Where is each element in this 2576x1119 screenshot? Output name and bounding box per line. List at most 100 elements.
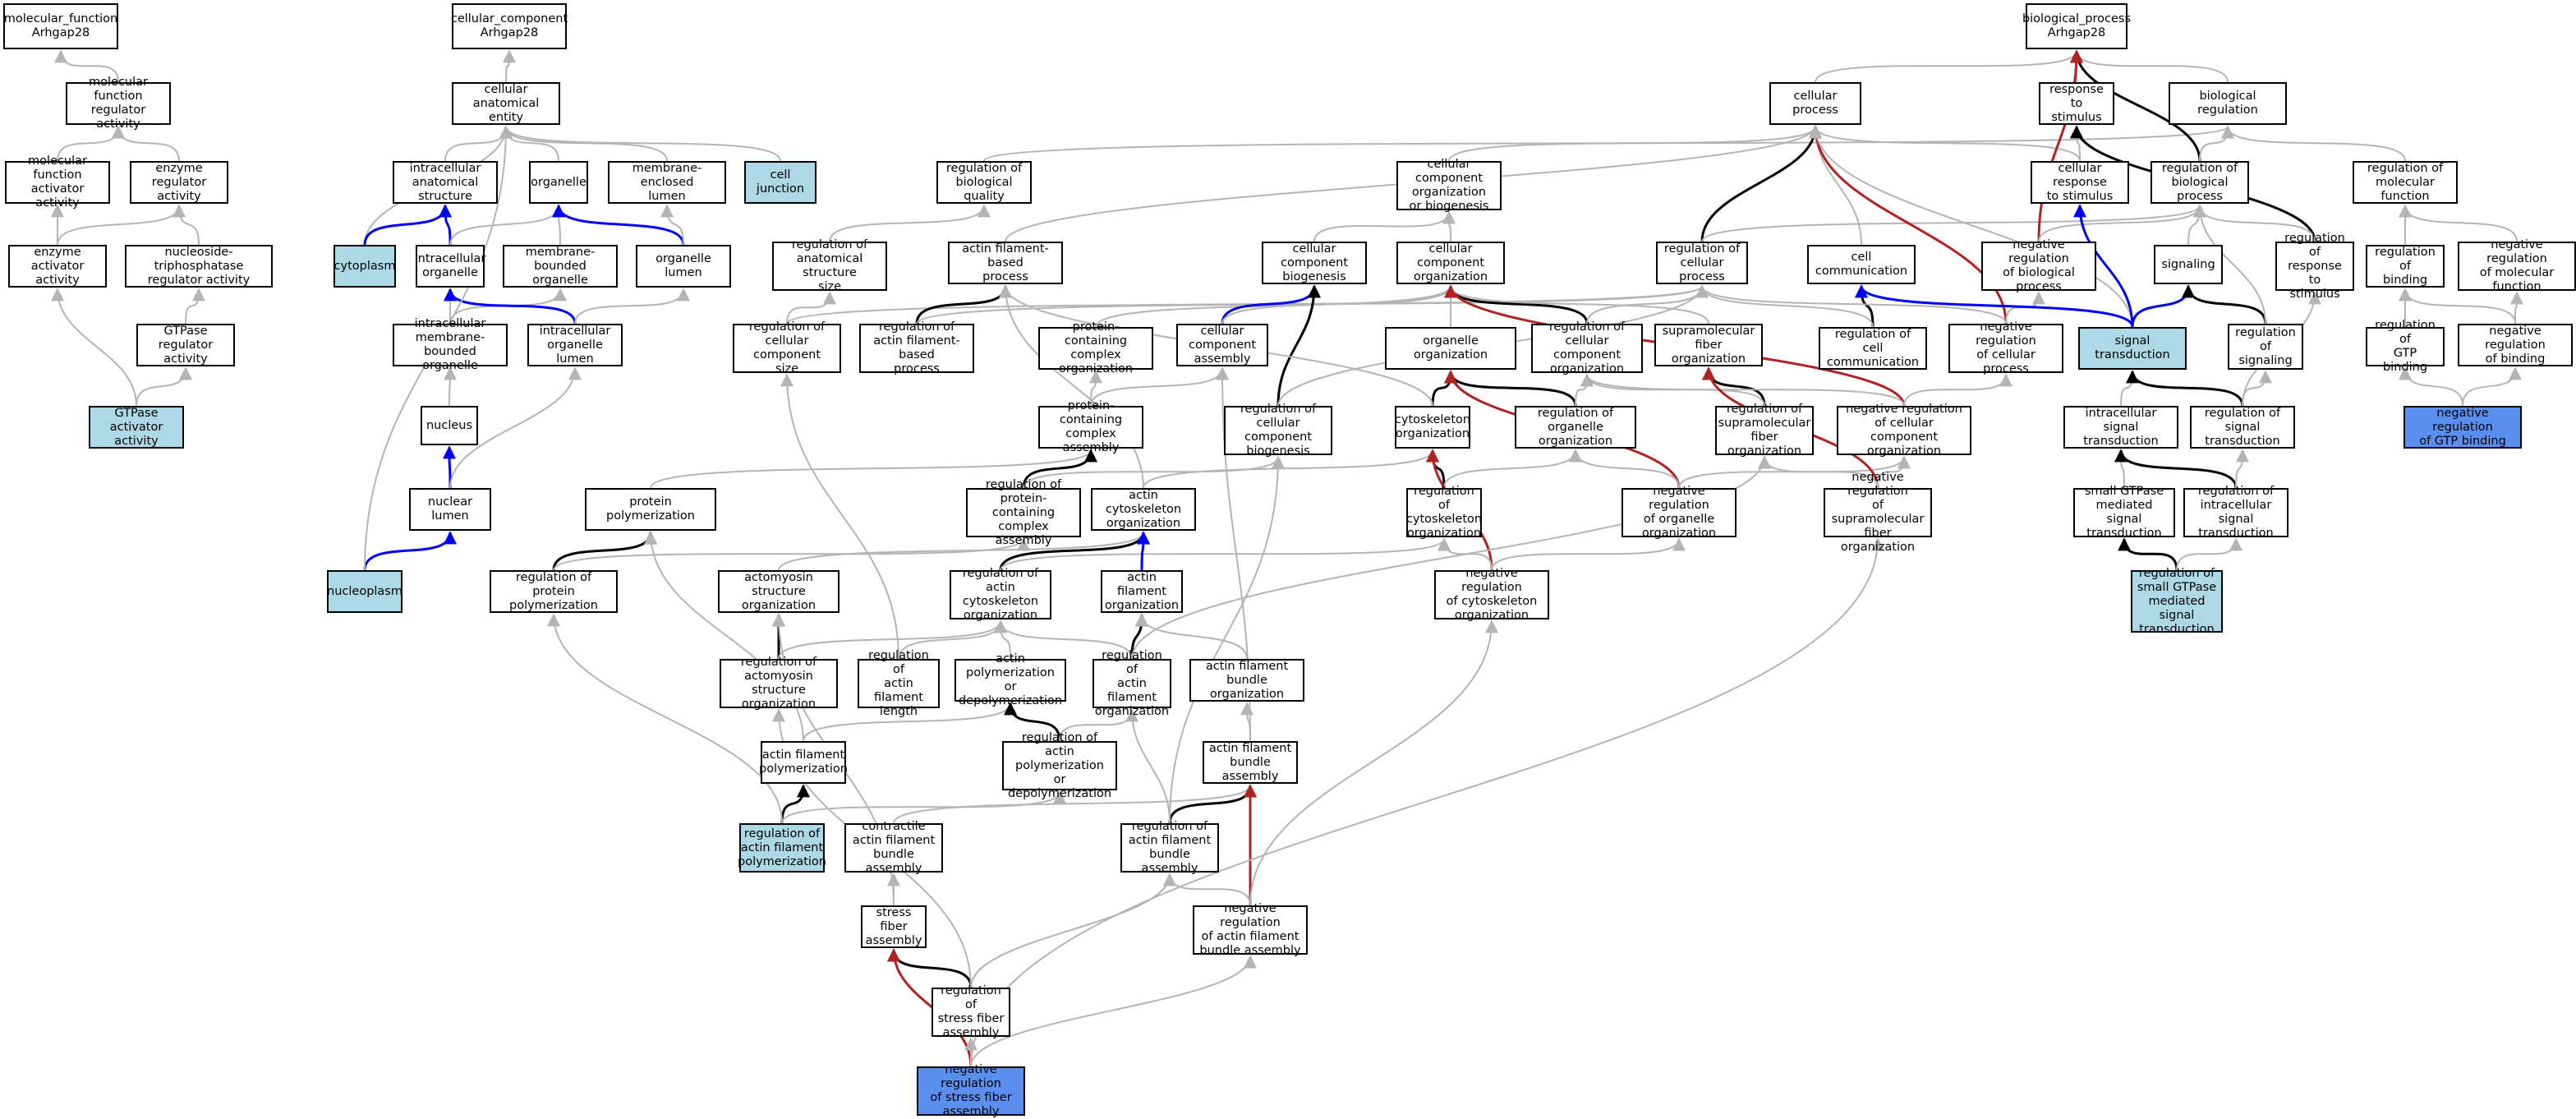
go-term-node-gtpase-reg[interactable]: GTPase regulator activity bbox=[136, 324, 235, 366]
go-term-node-cp[interactable]: cellular process bbox=[1769, 82, 1861, 125]
go-term-node-cafba[interactable]: contractile actin filament bundle assemb… bbox=[844, 820, 943, 875]
go-term-node-io[interactable]: intracellular organelle bbox=[415, 245, 485, 288]
go-term-node-rapd[interactable]: regulation of actin polymerization or de… bbox=[1002, 731, 1117, 800]
go-term-node-rcco[interactable]: regulation of cellular component organiz… bbox=[1531, 320, 1643, 375]
go-term-node-cytoplasm[interactable]: cytoplasm bbox=[334, 245, 396, 288]
go-term-node-enz-act[interactable]: enzyme activator activity bbox=[8, 245, 107, 288]
go-term-node-gtpase-act[interactable]: GTPase activator activity bbox=[89, 406, 184, 449]
go-term-node-pca[interactable]: protein-containing complex assembly bbox=[1038, 399, 1143, 454]
go-term-node-nrsfo[interactable]: negative regulation of supramolecular fi… bbox=[1824, 471, 1932, 554]
go-term-node-rco[interactable]: regulation of cytoskeleton organization bbox=[1405, 485, 1483, 540]
go-term-node-gtpb[interactable]: regulation of GTP binding bbox=[2366, 319, 2445, 374]
go-term-node-sfo[interactable]: supramolecular fiber organization bbox=[1654, 324, 1763, 366]
go-term-node-cae[interactable]: cellular anatomical entity bbox=[452, 82, 560, 125]
go-term-node-cc-root[interactable]: cellular_component Arhgap28 bbox=[451, 3, 568, 49]
edge-ol-to-mel bbox=[660, 204, 684, 246]
go-term-node-ccob[interactable]: cellular component organization or bioge… bbox=[1396, 158, 1502, 213]
go-term-node-pcco[interactable]: protein-containing complex organization bbox=[1038, 320, 1153, 375]
go-term-node-cca[interactable]: cellular component assembly bbox=[1176, 324, 1268, 366]
go-term-node-ccb[interactable]: cellular component biogenesis bbox=[1262, 242, 1367, 284]
edge-enz-reg-to-mf-reg bbox=[112, 125, 180, 162]
go-term-node-rsfa[interactable]: regulation of stress fiber assembly bbox=[932, 984, 1010, 1039]
go-term-node-mf-root[interactable]: molecular_function Arhgap28 bbox=[3, 3, 118, 49]
go-term-node-pp[interactable]: protein polymerization bbox=[585, 488, 716, 531]
go-term-node-cell-junction[interactable]: cell junction bbox=[744, 161, 816, 204]
go-term-node-afp[interactable]: actin filament polymerization bbox=[759, 741, 848, 784]
go-term-node-raco[interactable]: regulation of actin cytoskeleton organiz… bbox=[950, 567, 1051, 622]
go-term-node-mel[interactable]: membrane-enclosed lumen bbox=[608, 161, 726, 204]
go-term-node-rccb[interactable]: regulation of cellular component biogene… bbox=[1224, 403, 1332, 458]
go-term-node-cco[interactable]: cellular component organization bbox=[1396, 242, 1505, 284]
go-term-node-rmf[interactable]: regulation of molecular function bbox=[2353, 161, 2458, 204]
go-term-node-nroo[interactable]: negative regulation of organelle organiz… bbox=[1622, 485, 1736, 540]
go-term-node-organelle[interactable]: organelle bbox=[529, 161, 588, 204]
go-term-node-nrco[interactable]: negative regulation of cytoskeleton orga… bbox=[1434, 567, 1549, 622]
go-term-node-apd[interactable]: actin polymerization or depolymerization bbox=[954, 652, 1066, 707]
go-term-node-rpp[interactable]: regulation of protein polymerization bbox=[490, 570, 618, 613]
go-term-node-nucleoplasm[interactable]: nucleoplasm bbox=[327, 570, 402, 613]
go-term-node-nl[interactable]: nuclear lumen bbox=[409, 488, 491, 531]
go-term-node-ol[interactable]: organelle lumen bbox=[636, 245, 731, 288]
go-term-node-nrcp[interactable]: negative regulation of cellular process bbox=[1948, 320, 2063, 375]
go-term-node-rafba[interactable]: regulation of actin filament bundle asse… bbox=[1120, 820, 1219, 875]
go-term-node-bp-root[interactable]: biological_process Arhgap28 bbox=[2022, 3, 2131, 49]
go-term-node-rafl[interactable]: regulation of actin filament length bbox=[858, 649, 940, 718]
go-term-node-br[interactable]: biological regulation bbox=[2169, 82, 2287, 125]
go-term-node-enz-reg[interactable]: enzyme regulator activity bbox=[130, 161, 228, 204]
go-term-node-ias[interactable]: intracellular anatomical structure bbox=[393, 161, 498, 204]
go-term-node-rcp[interactable]: regulation of cellular process bbox=[1656, 242, 1748, 284]
edge-nl-to-nucleus bbox=[443, 445, 457, 489]
go-term-node-co[interactable]: cytoskeleton organization bbox=[1395, 406, 1470, 449]
go-term-node-rass[interactable]: regulation of anatomical structure size bbox=[772, 238, 887, 293]
go-term-node-signaling[interactable]: signaling bbox=[2154, 245, 2223, 284]
go-term-node-nrcco[interactable]: negative regulation of cellular componen… bbox=[1837, 403, 1971, 458]
go-term-node-rs[interactable]: regulation of signaling bbox=[2228, 324, 2303, 370]
go-term-node-rccs[interactable]: regulation of cellular component size bbox=[733, 320, 841, 375]
go-term-node-nrb[interactable]: negative regulation of binding bbox=[2458, 324, 2573, 366]
go-term-node-ist[interactable]: intracellular signal transduction bbox=[2063, 406, 2178, 449]
go-term-node-rts[interactable]: response to stimulus bbox=[2039, 82, 2114, 125]
go-term-node-nrafba[interactable]: negative regulation of actin filament bu… bbox=[1193, 902, 1308, 957]
go-term-node-rsgtpase[interactable]: regulation of small GTPase mediated sign… bbox=[2131, 567, 2223, 636]
go-term-node-roo[interactable]: regulation of organelle organization bbox=[1515, 406, 1636, 449]
go-term-node-rbq[interactable]: regulation of biological quality bbox=[936, 161, 1032, 204]
go-term-node-rafo[interactable]: regulation of actin filament organizatio… bbox=[1092, 649, 1171, 718]
go-term-node-afbp[interactable]: actin filament-based process bbox=[948, 242, 1063, 284]
go-term-node-rafp[interactable]: regulation of actin filament polymerizat… bbox=[738, 823, 826, 873]
go-term-node-rafbp[interactable]: regulation of actin filament-based proce… bbox=[859, 320, 974, 375]
go-term-node-rist[interactable]: regulation of intracellular signal trans… bbox=[2183, 485, 2288, 540]
go-term-node-crs[interactable]: cellular response to stimulus bbox=[2031, 161, 2129, 204]
go-term-node-rb[interactable]: regulation of binding bbox=[2366, 245, 2445, 288]
edge-afbo-to-afo bbox=[1135, 613, 1248, 660]
go-term-node-iol[interactable]: intracellular organelle lumen bbox=[527, 324, 623, 366]
go-term-node-afbo[interactable]: actin filament bundle organization bbox=[1189, 659, 1304, 702]
go-term-node-nrmf[interactable]: negative regulation of molecular functio… bbox=[2458, 238, 2576, 293]
go-term-node-cc[interactable]: cell communication bbox=[1807, 245, 1916, 284]
go-term-node-imbo[interactable]: intracellular membrane-bounded organelle bbox=[393, 317, 508, 372]
go-term-node-rcc[interactable]: regulation of cell communication bbox=[1819, 327, 1927, 370]
go-term-node-mf-act[interactable]: molecular function activator activity bbox=[5, 154, 110, 210]
edge-iol-to-ol bbox=[574, 288, 690, 325]
go-term-node-rst[interactable]: regulation of signal transduction bbox=[2190, 406, 2295, 449]
go-term-node-nrsfa[interactable]: negative regulation of stress fiber asse… bbox=[917, 1063, 1025, 1118]
go-term-node-rbp[interactable]: regulation of biological process bbox=[2150, 161, 2249, 204]
go-term-node-sgtpase[interactable]: small GTPase mediated signal transductio… bbox=[2073, 485, 2175, 540]
go-term-node-st[interactable]: signal transduction bbox=[2078, 327, 2187, 370]
go-term-node-afo[interactable]: actin filament organization bbox=[1101, 570, 1183, 613]
go-term-node-mbo[interactable]: membrane-bounded organelle bbox=[503, 245, 618, 288]
go-term-node-rrs[interactable]: regulation of response to stimulus bbox=[2275, 232, 2354, 301]
go-term-node-ntp-reg[interactable]: nucleoside-triphosphatase regulator acti… bbox=[125, 245, 273, 288]
go-term-node-rsfo[interactable]: regulation of supramolecular fiber organ… bbox=[1715, 403, 1814, 458]
edge-rmf-to-br bbox=[2221, 125, 2406, 162]
go-term-node-nucleus[interactable]: nucleus bbox=[421, 406, 478, 445]
go-term-node-amso[interactable]: actomyosin structure organization bbox=[718, 570, 840, 613]
go-term-node-afba[interactable]: actin filament bundle assembly bbox=[1203, 741, 1298, 784]
go-term-node-rpcca[interactable]: regulation of protein-containing complex… bbox=[966, 478, 1081, 547]
go-term-node-sfa[interactable]: stress fiber assembly bbox=[861, 905, 927, 948]
go-term-node-nrgtpb[interactable]: negative regulation of GTP binding bbox=[2404, 406, 2522, 449]
go-term-node-ramso[interactable]: regulation of actomyosin structure organ… bbox=[720, 656, 838, 711]
go-term-node-nrbp[interactable]: negative regulation of biological proces… bbox=[1981, 238, 2096, 293]
go-term-node-aco[interactable]: actin cytoskeleton organization bbox=[1091, 488, 1196, 531]
go-term-node-oo[interactable]: organelle organization bbox=[1385, 327, 1516, 370]
go-term-node-mf-reg[interactable]: molecular function regulator activity bbox=[66, 76, 171, 131]
